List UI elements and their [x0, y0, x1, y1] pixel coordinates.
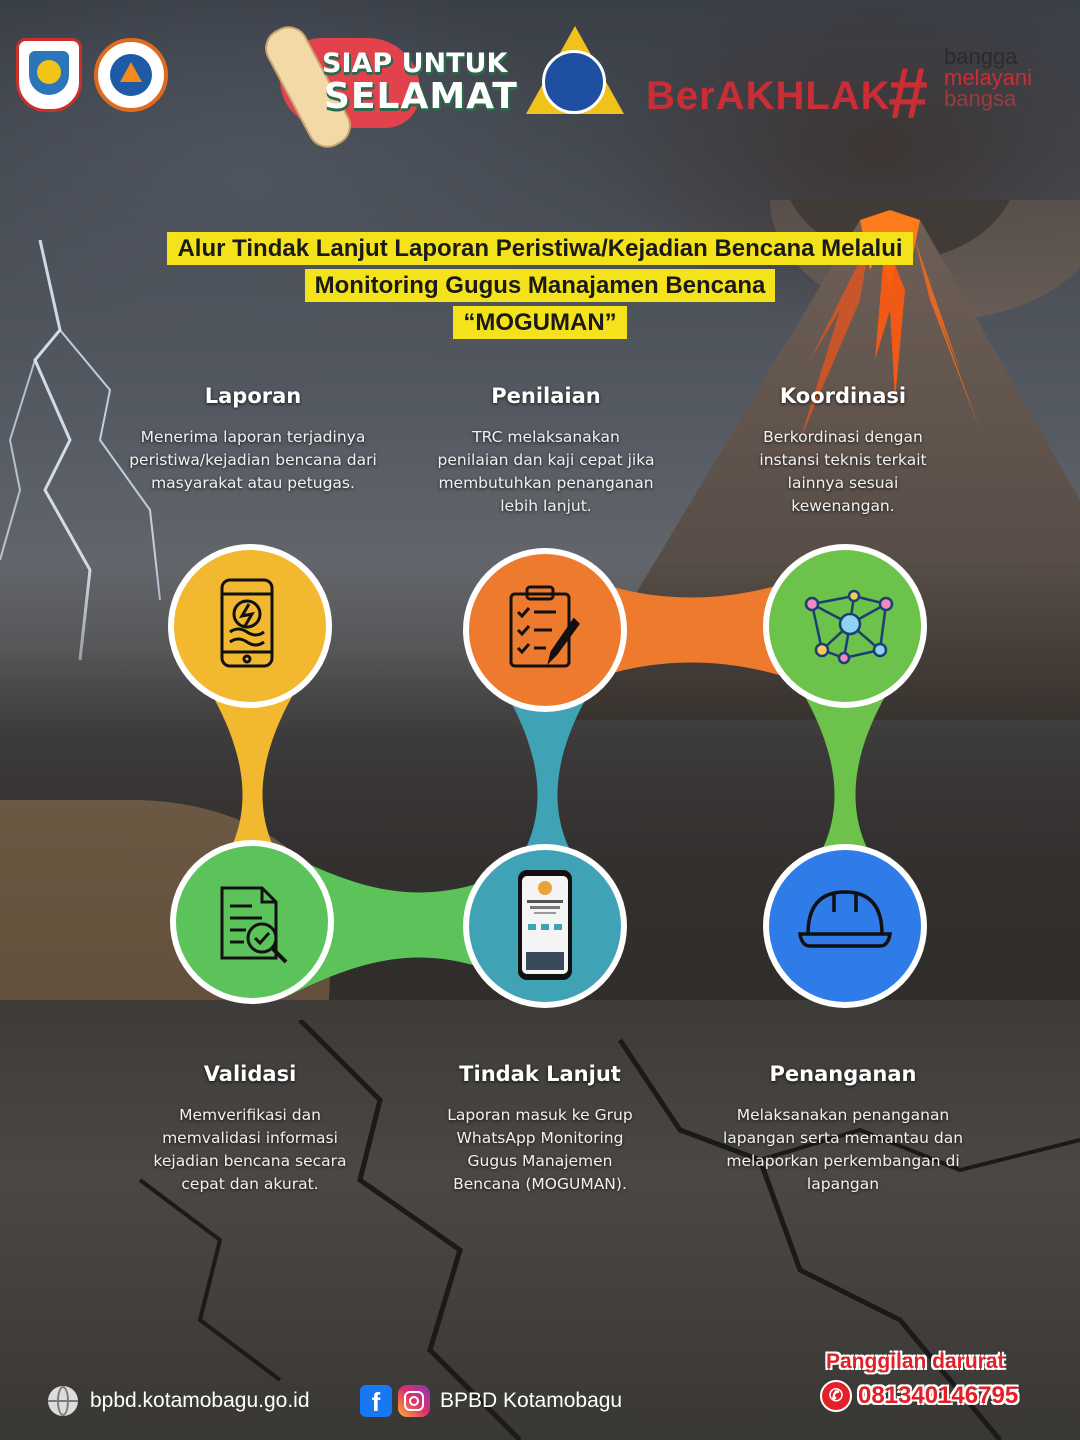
campaign-line1: SIAP UNTUK — [322, 48, 508, 79]
step-penilaian: Penilaian TRC melaksanakan penilaian dan… — [406, 384, 686, 518]
node-validasi — [170, 840, 334, 1004]
emergency-label: Panggilan darurat — [826, 1350, 1005, 1373]
connector-laporan-validasi — [190, 660, 315, 900]
step-title: Koordinasi — [779, 384, 907, 408]
berakhlak-word: BerAKHLAK — [646, 74, 891, 118]
social-handle[interactable]: BPBD Kotamobagu — [440, 1389, 623, 1412]
ground-cracks — [138, 1020, 1080, 1440]
facebook-icon[interactable]: f — [360, 1385, 392, 1417]
social-footer: f BPBD Kotamobagu — [360, 1384, 622, 1418]
step-description: Berkordinasi dengan instansi teknis terk… — [759, 428, 927, 515]
emergency-call: Panggilan darurat ✆ 081340146795 — [820, 1350, 1040, 1412]
step-validasi: Validasi Memverifikasi dan memvalidasi i… — [110, 1062, 390, 1196]
step-title: Tindak Lanjut — [459, 1062, 621, 1086]
node-tindak-lanjut — [463, 844, 627, 1008]
network-icon — [804, 589, 894, 665]
phone-alert-icon — [220, 578, 274, 668]
globe-icon — [48, 1386, 78, 1416]
connector-koordinasi-penanganan — [782, 660, 908, 900]
node-penilaian — [463, 548, 627, 712]
page-title: Alur Tindak Lanjut Laporan Peristiwa/Kej… — [0, 232, 1080, 343]
step-description: Laporan masuk ke Grup WhatsApp Monitorin… — [447, 1106, 633, 1193]
document-search-icon — [220, 886, 288, 964]
connector-penilaian-tindak — [485, 660, 610, 900]
emergency-number[interactable]: 081340146795 — [858, 1382, 1019, 1409]
website-footer: bpbd.kotamobagu.go.id — [48, 1384, 310, 1418]
campaign-line2: SELAMAT — [324, 76, 518, 117]
berakhlak-tagline: bangga melayani bangsa — [944, 44, 1033, 111]
step-description: Menerima laporan terjadinya peristiwa/ke… — [129, 428, 377, 492]
instagram-icon[interactable] — [398, 1385, 430, 1417]
website-link[interactable]: bpbd.kotamobagu.go.id — [90, 1389, 310, 1412]
whatsapp-group-phone-icon — [518, 870, 572, 980]
step-koordinasi: Koordinasi Berkordinasi dengan instansi … — [703, 384, 983, 518]
title-line-3: “MOGUMAN” — [453, 306, 627, 339]
step-title: Laporan — [204, 384, 302, 408]
hard-hat-icon — [797, 890, 893, 948]
step-tindak-lanjut: Tindak Lanjut Laporan masuk ke Grup What… — [400, 1062, 680, 1196]
title-line-1: Alur Tindak Lanjut Laporan Peristiwa/Kej… — [167, 232, 913, 265]
node-laporan — [168, 544, 332, 708]
kota-kotamobagu-logo — [16, 38, 82, 112]
tangkas-logo — [526, 26, 624, 114]
title-line-2: Monitoring Gugus Manajamen Bencana — [304, 269, 776, 302]
step-description: TRC melaksanakan penilaian dan kaji cepa… — [437, 428, 655, 515]
step-title: Validasi — [203, 1062, 297, 1086]
berakhlak-logo: BerAKHLAK # bangga melayani bangsa — [646, 46, 1056, 148]
node-koordinasi — [763, 544, 927, 708]
step-description: Memverifikasi dan memvalidasi informasi … — [153, 1106, 347, 1193]
node-penanganan — [763, 844, 927, 1008]
step-penanganan: Penanganan Melaksanakan penanganan lapan… — [703, 1062, 983, 1196]
clipboard-checklist-icon — [509, 585, 580, 668]
bpbd-logo — [94, 38, 168, 112]
step-description: Melaksanakan penanganan lapangan serta m… — [722, 1106, 964, 1193]
cracked-ground — [0, 1000, 1080, 1440]
step-title: Penilaian — [491, 384, 601, 408]
phone-icon: ✆ — [820, 1380, 852, 1412]
step-title: Penanganan — [769, 1062, 917, 1086]
siap-untuk-selamat-logo: SIAP UNTUK SELAMAT — [258, 19, 517, 155]
step-laporan: Laporan Menerima laporan terjadinya peri… — [113, 384, 393, 495]
berakhlak-hash: # — [888, 54, 929, 134]
